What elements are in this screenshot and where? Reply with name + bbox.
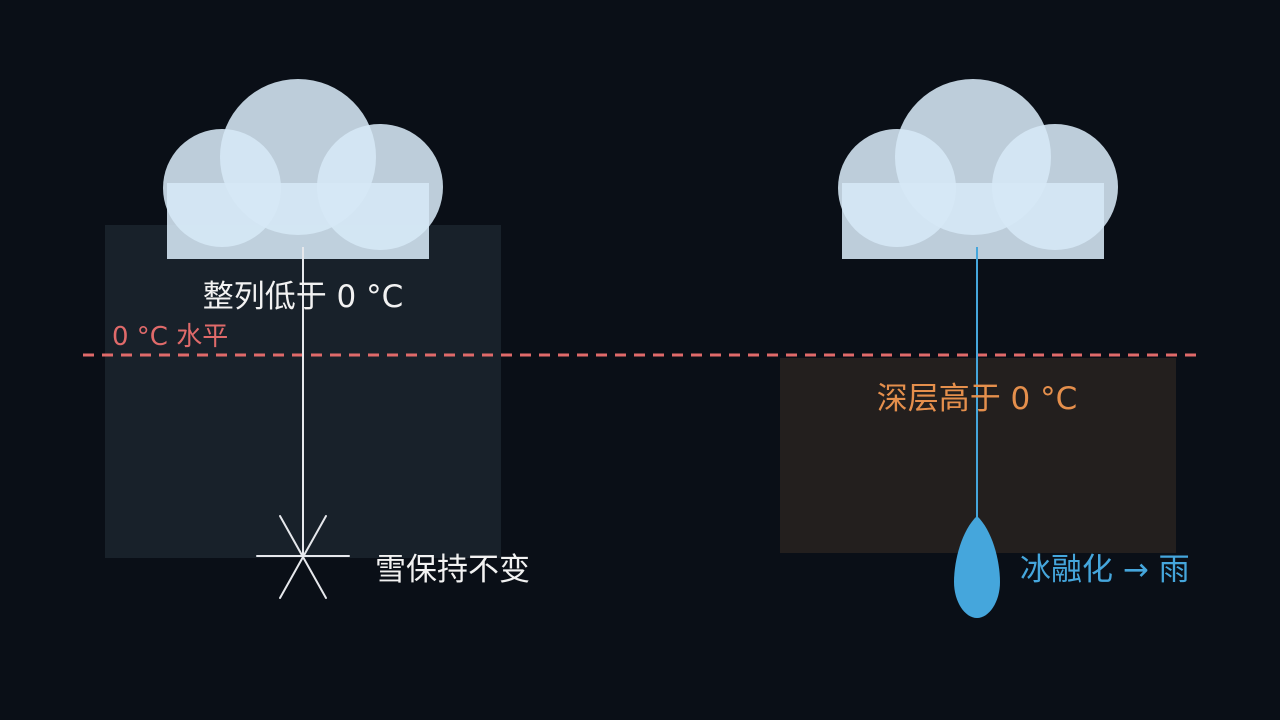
rain-result-label: 冰融化 → 雨 [1020, 552, 1190, 588]
freezing-level-label: 0 °C 水平 [112, 322, 228, 352]
cloud-icon [163, 79, 443, 259]
cloud-icon [838, 79, 1118, 259]
snowflake-icon [256, 515, 350, 599]
cold-column-label: 整列低于 0 °C [203, 279, 404, 315]
warm-layer-label: 深层高于 0 °C [877, 381, 1078, 417]
snow-result-label: 雪保持不变 [375, 552, 530, 588]
raindrop-icon [954, 516, 1000, 618]
